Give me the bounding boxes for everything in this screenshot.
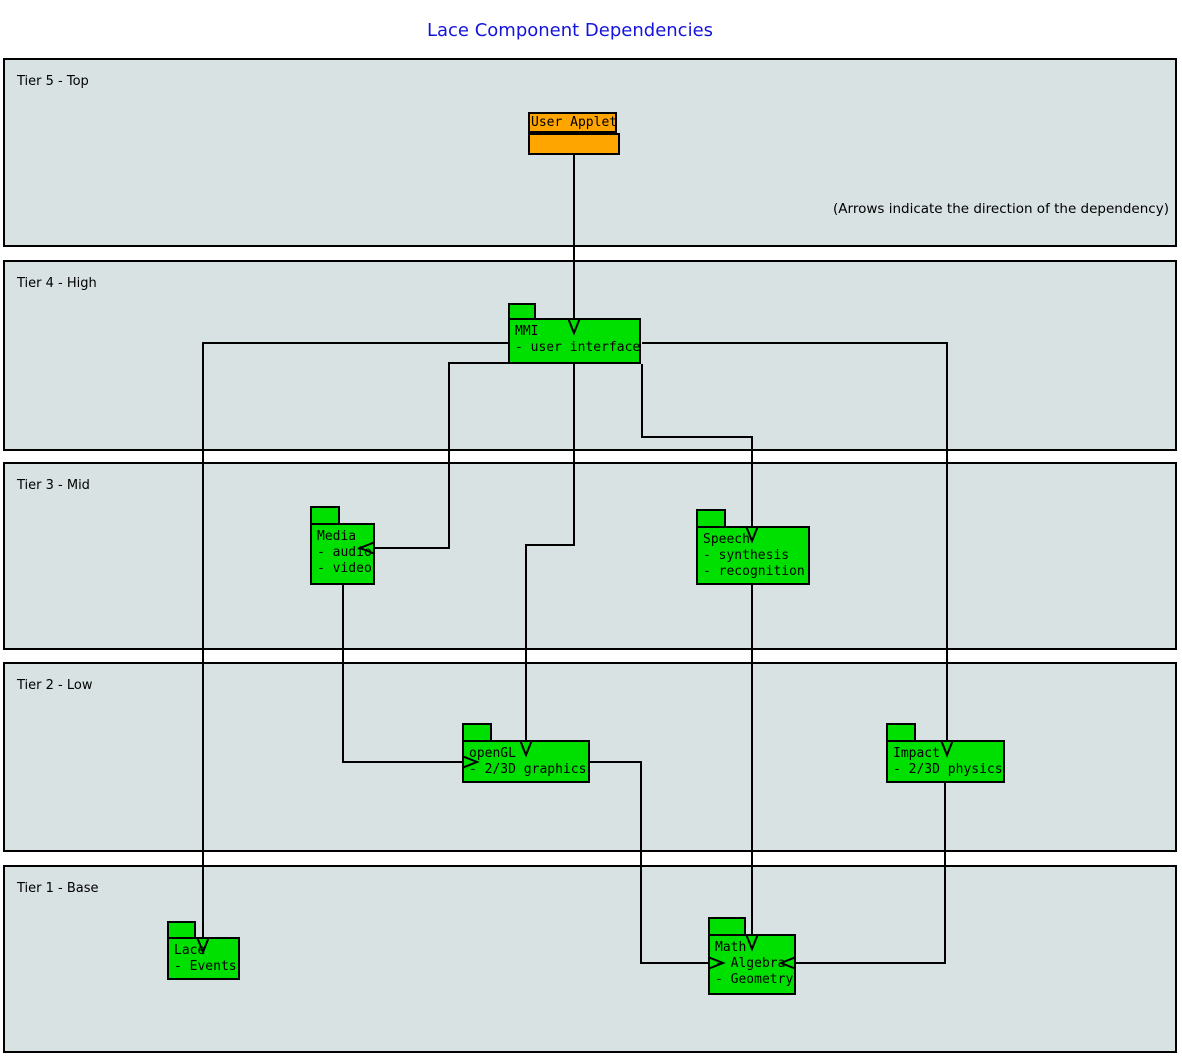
node-label-line: - recognition bbox=[703, 564, 805, 579]
tier-label: Tier 5 - Top bbox=[17, 74, 89, 89]
tier-label: Tier 2 - Low bbox=[17, 678, 93, 693]
node-mmi: MMI - user interface bbox=[508, 318, 641, 364]
node-label-line: Math bbox=[715, 940, 747, 955]
node-label-line: Impact bbox=[893, 746, 940, 761]
node-label-line: - 2/3D graphics bbox=[469, 762, 587, 777]
node-user-applet-label: User Applet bbox=[528, 112, 617, 133]
node-label-line: Speech bbox=[703, 532, 750, 547]
node-label-line: - Geometry bbox=[715, 972, 794, 987]
tier-band-4-high: Tier 4 - High bbox=[3, 260, 1177, 451]
tier-label: Tier 4 - High bbox=[17, 276, 97, 291]
node-impact: Impact - 2/3D physics bbox=[886, 740, 1005, 783]
node-label-line: - video bbox=[317, 561, 372, 576]
node-opengl: openGL - 2/3D graphics bbox=[462, 740, 590, 783]
diagram-title: Lace Component Dependencies bbox=[426, 20, 714, 41]
tier-label: Tier 1 - Base bbox=[17, 881, 99, 896]
node-label-line: MMI bbox=[515, 324, 539, 339]
node-label-line: Media bbox=[317, 529, 357, 544]
node-media: Media - audio - video bbox=[310, 523, 375, 585]
node-lace: Lace - Events bbox=[167, 937, 240, 980]
node-label-line: - audio bbox=[317, 545, 372, 560]
node-label-line: - Algebra bbox=[715, 956, 786, 971]
dependency-direction-note: (Arrows indicate the direction of the de… bbox=[833, 201, 1169, 217]
tier-band-3-mid: Tier 3 - Mid bbox=[3, 462, 1177, 650]
node-user-applet-body bbox=[528, 133, 620, 155]
node-math: Math - Algebra - Geometry bbox=[708, 934, 796, 995]
node-label-line: openGL bbox=[469, 746, 516, 761]
node-label-line: - synthesis bbox=[703, 548, 790, 563]
node-label-line: - Events bbox=[174, 959, 237, 974]
node-label-line: - user interface bbox=[515, 340, 641, 355]
node-label-line: Lace bbox=[174, 943, 206, 958]
tier-label: Tier 3 - Mid bbox=[17, 478, 90, 493]
node-label-line: - 2/3D physics bbox=[893, 762, 1003, 777]
node-speech: Speech - synthesis - recognition bbox=[696, 526, 810, 585]
